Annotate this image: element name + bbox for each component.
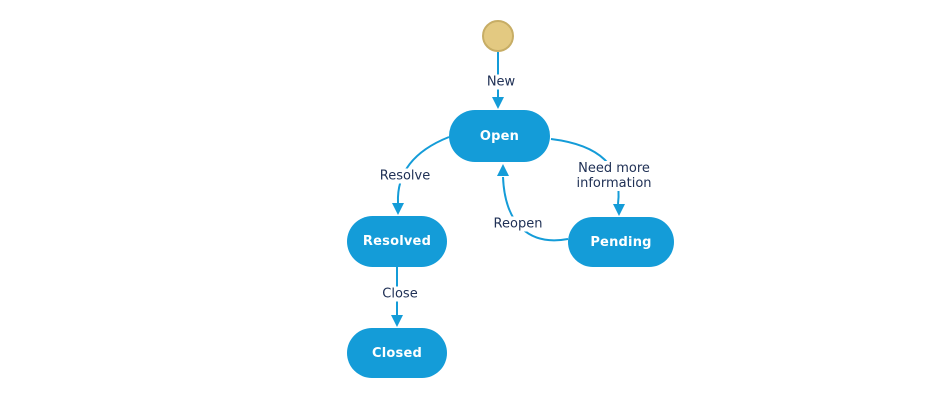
state-label-resolved: Resolved bbox=[362, 234, 432, 249]
transition-reopen-arrowhead-icon bbox=[497, 164, 509, 176]
transition-label-new: New bbox=[483, 74, 519, 90]
transition-need-more-information-edge bbox=[550, 138, 620, 205]
transition-resolve-edge bbox=[396, 136, 450, 204]
initial-state-circle bbox=[482, 20, 514, 52]
transition-label-need-more-information: Need more information bbox=[573, 161, 655, 191]
transition-label-line: information bbox=[576, 176, 652, 191]
transition-resolve-arrowhead-icon bbox=[392, 203, 404, 215]
transition-label-line: Need more bbox=[578, 161, 650, 176]
state-node-open: Open bbox=[449, 110, 550, 162]
transition-label-reopen: Reopen bbox=[490, 216, 546, 232]
transition-close-arrowhead-icon bbox=[391, 315, 403, 327]
state-label-open: Open bbox=[479, 128, 520, 144]
state-label-pending: Pending bbox=[590, 234, 652, 250]
transition-new-arrowhead-icon bbox=[492, 97, 504, 109]
state-label-closed: Closed bbox=[372, 345, 422, 361]
state-node-closed: Closed bbox=[347, 328, 447, 378]
transition-label-close: Close bbox=[379, 286, 421, 302]
transition-need-more-information-arrowhead-icon bbox=[613, 204, 625, 216]
state-node-pending: Pending bbox=[568, 217, 674, 267]
transition-label-resolve: Resolve bbox=[376, 168, 434, 184]
state-node-resolved: Resolved bbox=[347, 216, 447, 267]
